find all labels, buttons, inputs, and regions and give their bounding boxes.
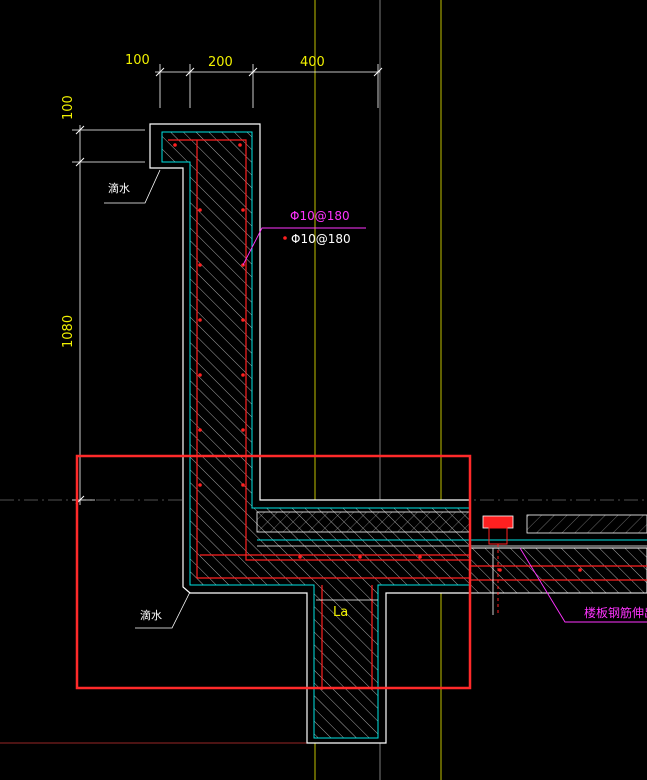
dim-100-top: 100 [125,53,150,68]
drip-label-lower: 滴水 [140,608,162,622]
drip-label-upper: 滴水 [108,181,130,195]
dimension-left: 100 1080 [61,95,145,505]
rebar-label-1: Φ10@180 [290,209,350,223]
concrete-section [149,123,647,744]
dim-100-left: 100 [61,95,76,120]
rebar-marker [283,236,287,240]
leaders [104,169,647,629]
dim-200-top: 200 [208,55,233,70]
anchor-length-label: La [333,605,348,620]
dim-400-top: 400 [300,55,325,70]
rebar-dots [173,143,582,572]
dimension-top: 100 200 400 [125,53,383,108]
dim-1080-left: 1080 [61,315,76,348]
rebar-label-2: Φ10@180 [291,232,351,246]
highlight-box [75,454,472,690]
roof-drain [482,515,514,615]
rebar-lines [168,139,647,690]
floor-rebar-note: 楼板钢筋伸出 [584,605,647,620]
